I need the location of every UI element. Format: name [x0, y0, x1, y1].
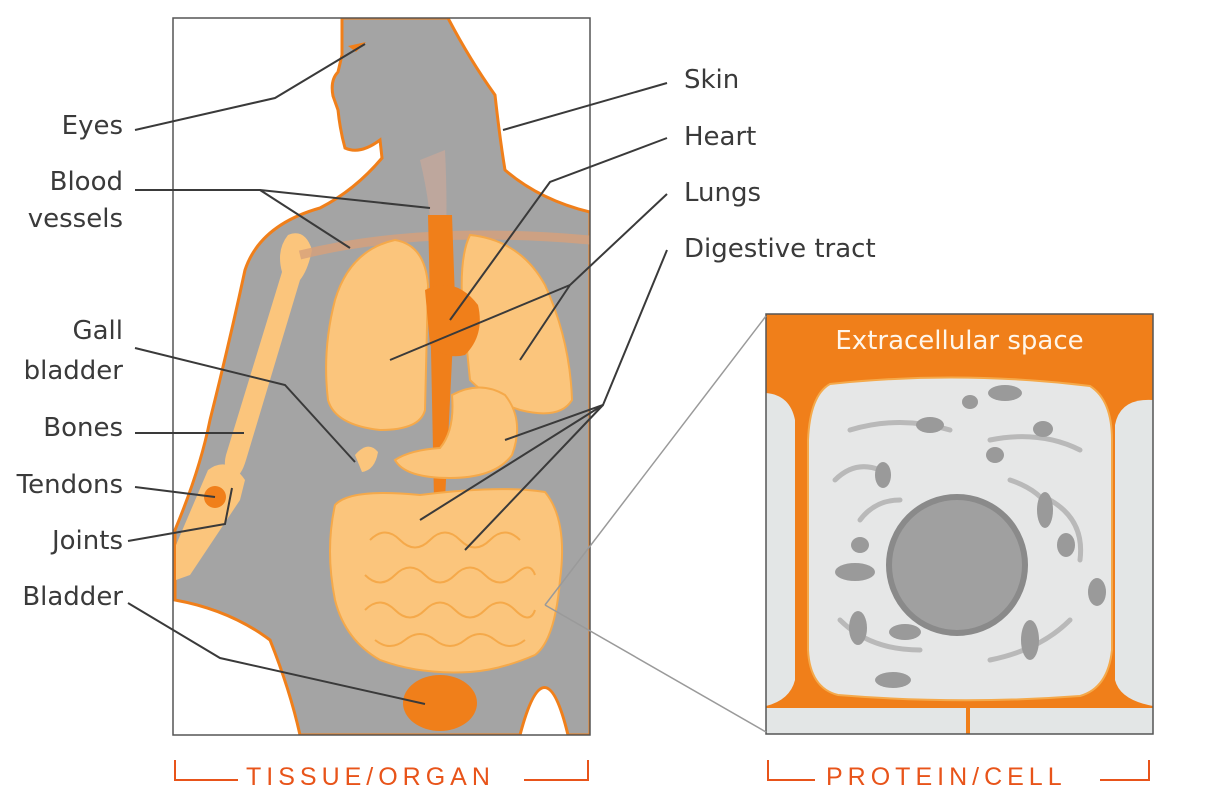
label-bladder: Bladder [22, 582, 123, 612]
label-eyes: Eyes [61, 111, 123, 141]
cell-panel [765, 313, 1154, 735]
caption-brackets [174, 760, 1150, 781]
zoom-lines [544, 315, 767, 733]
heart [425, 285, 480, 357]
eye [348, 42, 366, 52]
intestines [329, 488, 564, 674]
skin-line [502, 82, 668, 131]
label-gall-bladder-line1: Gall [72, 316, 123, 346]
caption-tissue-organ: TISSUE/ORGAN [246, 763, 495, 791]
label-heart: Heart [684, 122, 757, 152]
body-panel [172, 17, 591, 736]
tendons-line [134, 486, 216, 498]
label-gall-bladder-line2: bladder [23, 356, 123, 386]
label-lungs: Lungs [684, 178, 762, 208]
label-bones: Bones [43, 413, 123, 443]
nucleus [886, 494, 1028, 636]
bladder-line [127, 602, 426, 705]
label-blood-vessels-line2: vessels [27, 204, 123, 234]
leader-lines [127, 43, 668, 705]
gall-bladder [355, 446, 378, 472]
left-lung [325, 238, 430, 432]
label-blood-vessels-line1: Blood [49, 167, 123, 197]
stomach [393, 386, 519, 480]
gall-bladder-line [134, 347, 356, 463]
eyes-line [134, 43, 366, 131]
caption-protein-cell: PROTEIN/CELL [826, 763, 1067, 791]
heart-line [449, 137, 668, 321]
extracellular-space-label: Extracellular space [835, 326, 1084, 356]
label-tendons: Tendons [16, 470, 123, 500]
body-silhouette [340, 18, 590, 210]
label-digestive-tract: Digestive tract [684, 234, 876, 264]
joints-line [127, 487, 233, 542]
label-joints: Joints [51, 526, 123, 556]
bladder [403, 675, 477, 731]
arm-bone [224, 233, 312, 477]
label-skin: Skin [684, 65, 740, 95]
